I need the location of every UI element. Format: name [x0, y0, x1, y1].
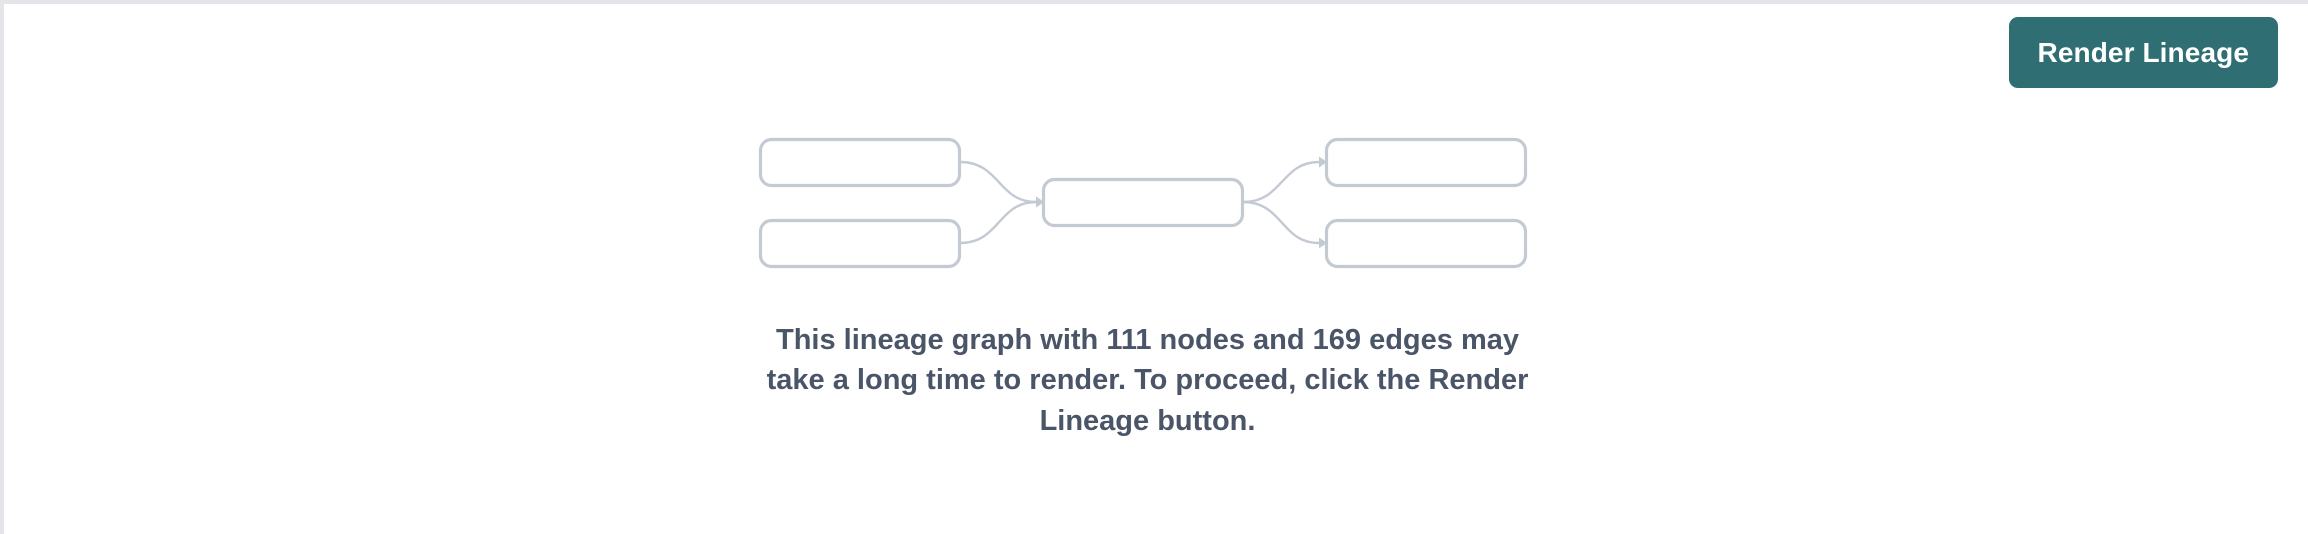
placeholder-lineage-graph-icon: [758, 137, 1527, 269]
placeholder-node-downstream-2: [1324, 218, 1527, 269]
lineage-empty-state: This lineage graph with 111 nodes and 16…: [4, 4, 2291, 534]
placeholder-node-downstream-1: [1324, 137, 1527, 188]
lineage-empty-message: This lineage graph with 111 nodes and 16…: [766, 324, 1529, 437]
placeholder-node-focus: [1041, 177, 1244, 228]
placeholder-arrowhead-upstream-2: [1035, 196, 1044, 208]
placeholder-arrowhead-downstream-1: [1318, 156, 1327, 168]
render-lineage-button[interactable]: Render Lineage: [2008, 17, 2278, 88]
placeholder-arrowhead-downstream-2: [1318, 237, 1327, 249]
placeholder-edge-upstream-2-focus: [959, 200, 1036, 245]
placeholder-edge-upstream-1-focus: [959, 160, 1036, 204]
placeholder-edge-focus-downstream-2: [1242, 200, 1319, 245]
placeholder-node-upstream-1: [758, 137, 961, 188]
placeholder-edge-focus-downstream-1: [1242, 160, 1319, 204]
lineage-toolbar: Render Lineage: [4, 17, 2291, 92]
placeholder-node-upstream-2: [758, 218, 961, 269]
